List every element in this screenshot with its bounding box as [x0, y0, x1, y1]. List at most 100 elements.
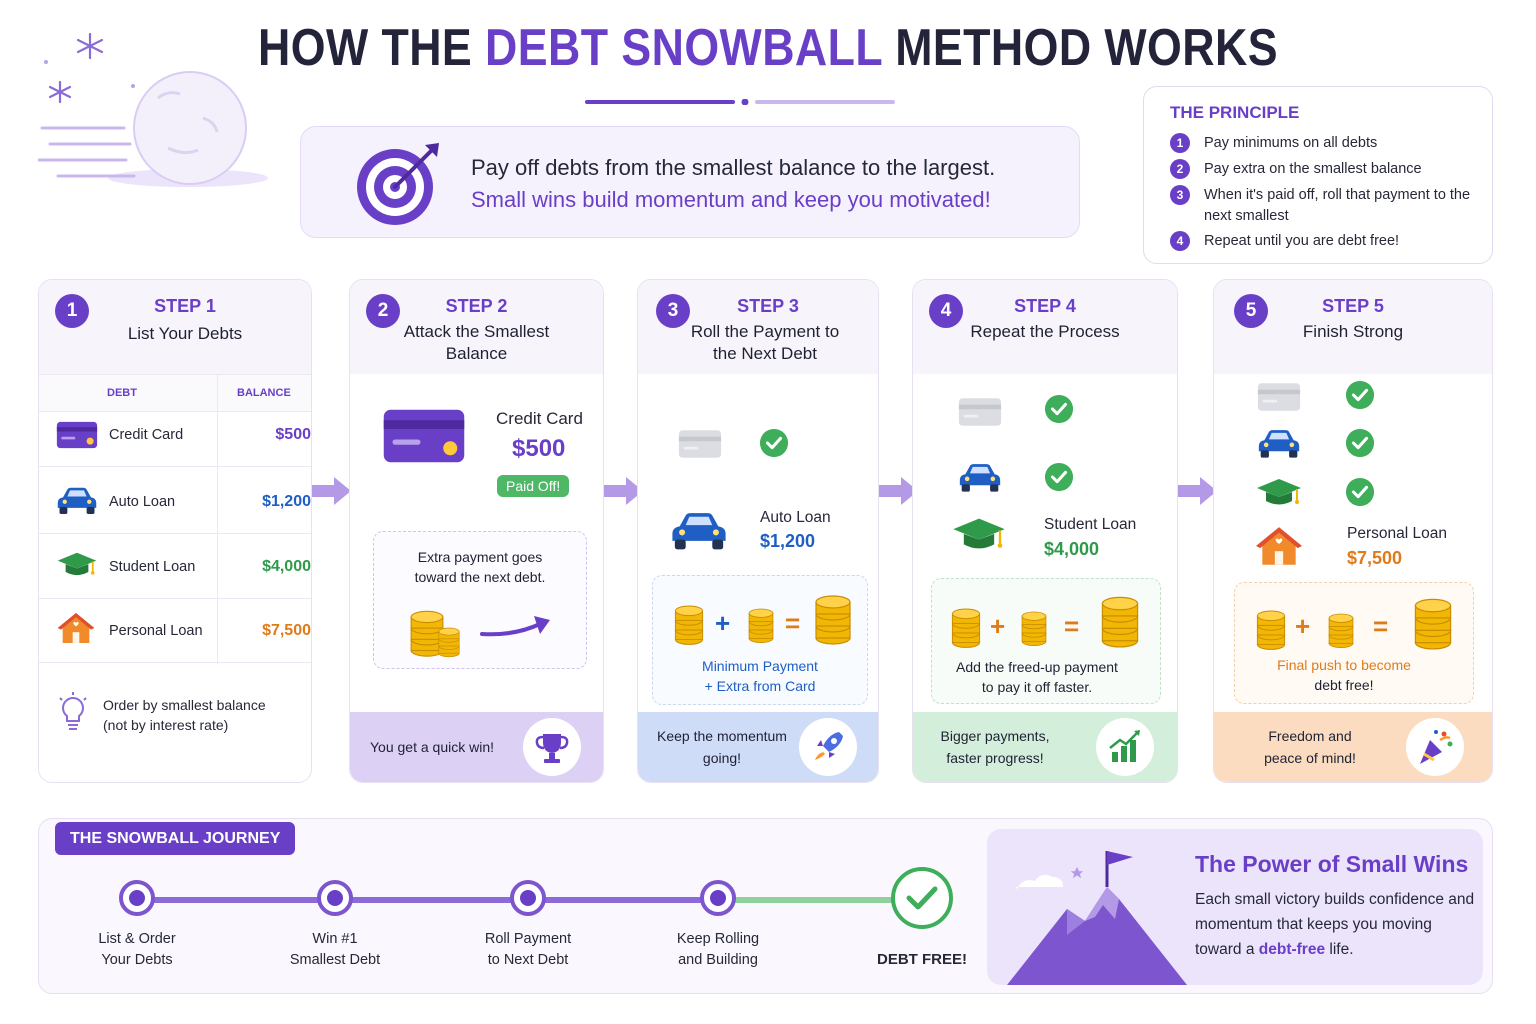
debt-amount: $1,200 — [760, 531, 816, 551]
caption-line1: Final push to become — [1277, 657, 1411, 673]
check-icon — [1044, 462, 1074, 492]
coins-icon — [1411, 589, 1455, 651]
celebration-badge — [1406, 718, 1464, 776]
step-label: STEP 2 — [445, 296, 508, 316]
step-card-5: 5 STEP 5 Finish Strong Personal Loan $7,… — [1213, 279, 1493, 783]
banner-line2: going! — [702, 750, 742, 766]
caption-line1: Add the freed-up payment — [956, 659, 1118, 675]
journey-label: List & Order Your Debts — [57, 929, 217, 971]
check-icon — [1345, 428, 1375, 458]
coins-icon — [669, 598, 709, 646]
journey-node — [119, 880, 155, 916]
step-number: 1 — [55, 294, 89, 328]
graduation-cap-icon — [951, 515, 1007, 555]
check-icon — [1044, 394, 1074, 424]
journey-label-line1: List & Order — [98, 931, 176, 947]
journey-label-line2: Smallest Debt — [289, 952, 381, 968]
step-header: 3 STEP 3 Roll the Payment to the Next De… — [638, 280, 878, 374]
journey-label-line2: Your Debts — [101, 952, 173, 968]
mountain-flag-icon — [1007, 851, 1187, 985]
step-card-2: 2 STEP 2 Attack the Smallest Balance Cre… — [349, 279, 604, 783]
power-text-before: Each small victory builds confidence and… — [1195, 891, 1475, 958]
journey-label: Keep Rolling and Building — [638, 929, 798, 971]
step-label: STEP 1 — [154, 296, 216, 316]
snowflake-icon — [48, 32, 104, 104]
debt-name: Personal Loan — [109, 623, 203, 639]
arrow-right-icon — [312, 476, 352, 506]
order-note: Order by smallest balance (not by intere… — [103, 695, 266, 735]
principle-box: THE PRINCIPLE 1 Pay minimums on all debt… — [1143, 86, 1493, 264]
principle-text: Pay extra on the smallest balance — [1204, 161, 1422, 177]
step-title: Finish Strong — [1302, 322, 1404, 341]
caption-line1: Minimum Payment — [702, 658, 818, 674]
debt-free-label: DEBT FREE! — [877, 951, 967, 968]
debt-amount: $500 — [512, 435, 566, 462]
step-number: 3 — [656, 294, 690, 328]
rocket-icon — [815, 732, 843, 760]
house-icon — [1254, 524, 1304, 568]
step-card-1: 1 STEP 1 List Your Debts DEBT BALANCE Cr… — [38, 279, 312, 783]
debt-balance: $4,000 — [262, 558, 311, 575]
car-icon — [670, 508, 728, 552]
curved-arrow-icon — [480, 616, 550, 637]
debt-name: Auto Loan — [760, 509, 831, 526]
rocket-badge — [799, 718, 857, 776]
debt-name: Credit Card — [496, 409, 583, 428]
credit-card-paid-icon — [958, 396, 1002, 428]
banner-line2: faster progress! — [946, 750, 1044, 766]
debt-amount: $4,000 — [1044, 539, 1100, 559]
step-card-3: 3 STEP 3 Roll the Payment to the Next De… — [637, 279, 879, 783]
step-number: 4 — [929, 294, 963, 328]
debt-name: Auto Loan — [109, 494, 176, 510]
principle-text: When it's paid off, roll that payment to… — [1204, 187, 1471, 224]
coins-icon — [1016, 605, 1052, 647]
step-title: Repeat the Process — [970, 322, 1120, 341]
extra-payment-caption: Extra payment goes toward the next debt. — [374, 547, 586, 587]
caption-line1: Extra payment goes — [417, 549, 543, 565]
table-row: Student Loan $4,000 — [39, 535, 311, 599]
snowball-illustration — [36, 28, 270, 198]
title-highlight: DEBT SNOWBALL — [485, 19, 883, 77]
caption-line2: to pay it off faster. — [981, 679, 1093, 695]
target-icon — [353, 141, 443, 232]
car-icon — [1257, 426, 1301, 460]
journey-label-line2: and Building — [678, 952, 758, 968]
power-title: The Power of Small Wins — [1195, 851, 1469, 877]
journey-label-line2: to Next Debt — [487, 952, 569, 968]
step-label: STEP 5 — [1322, 296, 1384, 316]
house-icon — [56, 611, 96, 645]
step-header: 5 STEP 5 Finish Strong — [1214, 280, 1492, 374]
table-row: Credit Card $500 — [39, 403, 311, 467]
step-number: 5 — [1234, 294, 1268, 328]
journey-node — [317, 880, 353, 916]
step-banner: You get a quick win! — [350, 712, 603, 782]
order-note-line2: (not by interest rate) — [103, 717, 229, 733]
principle-text: Pay minimums on all debts — [1204, 135, 1378, 151]
credit-card-paid-icon — [1257, 381, 1301, 413]
journey-track — [137, 897, 927, 903]
tagline-line1: Pay off debts from the smallest balance … — [471, 155, 996, 180]
step-title: Attack the Smallest Balance — [403, 322, 550, 363]
journey-node — [700, 880, 736, 916]
growth-badge — [1096, 718, 1154, 776]
caption-line2: + Extra from Card — [704, 678, 816, 694]
principle-number: 3 — [1170, 185, 1190, 205]
debt-balance: $7,500 — [262, 622, 311, 639]
check-icon — [759, 428, 789, 458]
page-title: HOW THE DEBT SNOWBALL METHOD WORKS — [108, 18, 1429, 78]
step-number: 2 — [366, 294, 400, 328]
table-row: Personal Loan $7,500 — [39, 599, 311, 663]
debt-amount: $7,500 — [1347, 548, 1403, 568]
principle-number: 2 — [1170, 159, 1190, 179]
equals-sign: = — [1373, 611, 1389, 641]
plus-sign: + — [1295, 611, 1311, 641]
credit-card-paid-icon — [678, 428, 722, 460]
step-header: 1 STEP 1 List Your Debts — [39, 280, 311, 374]
coins-icon — [410, 610, 460, 658]
credit-card-icon — [382, 406, 466, 466]
coins-icon — [1098, 587, 1142, 649]
graduation-cap-icon — [1255, 476, 1303, 510]
banner-text: Freedom and peace of mind! — [1240, 725, 1380, 769]
column-balance: BALANCE — [237, 387, 291, 399]
step-header: 4 STEP 4 Repeat the Process — [913, 280, 1177, 374]
